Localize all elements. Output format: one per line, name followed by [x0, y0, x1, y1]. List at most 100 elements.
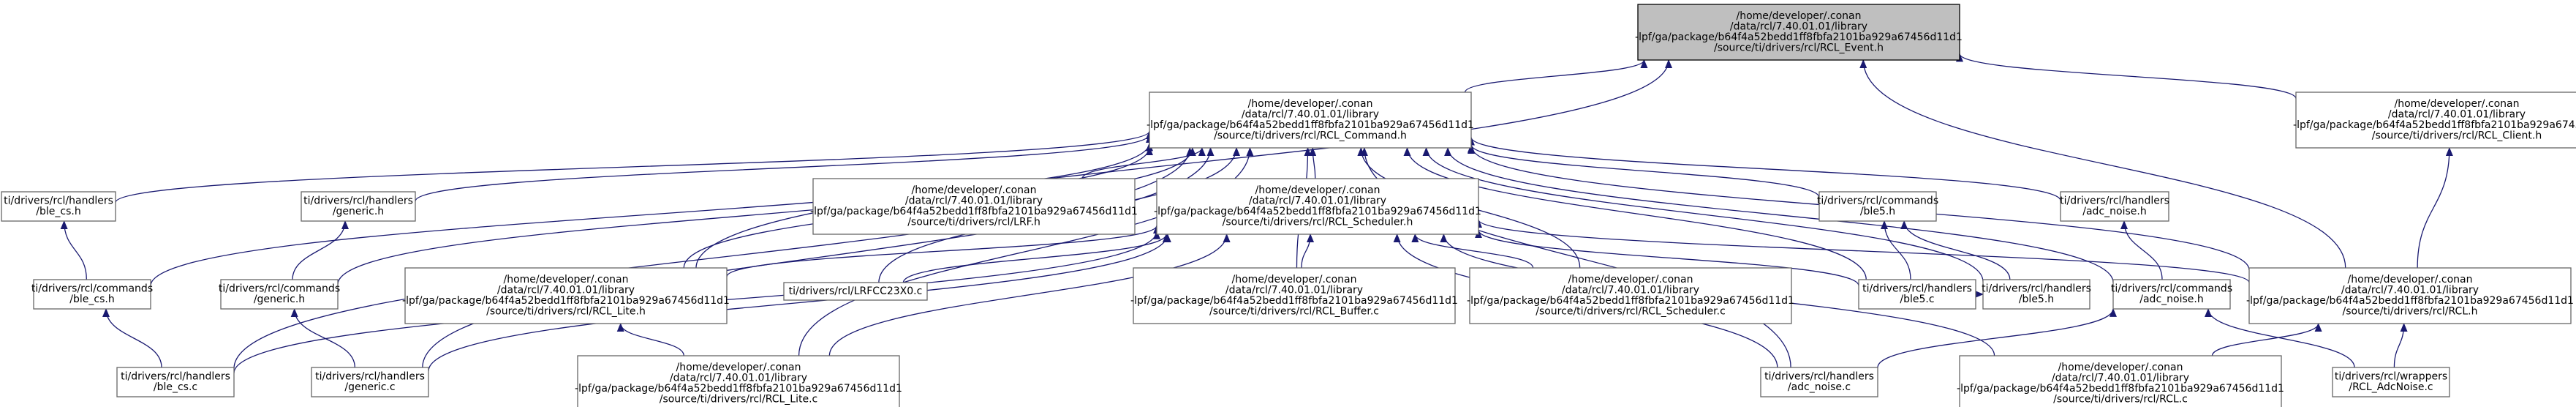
node-label-line: /home/developer/.conan — [1737, 10, 1862, 22]
node-label-line: /source/ti/drivers/rcl/RCL_Scheduler.c — [1536, 306, 1726, 318]
node-label-line: /data/rcl/7.40.01.01/library — [2388, 109, 2526, 121]
node-label-line: -lpf/ga/package/b64f4a52bedd1ff8fbfa2101… — [2246, 295, 2574, 307]
node-commands-generic-h[interactable]: ti/drivers/rcl/commands/generic.h — [219, 279, 340, 310]
edge-handlers-ble5-c-to-scheduler-h — [1475, 229, 1859, 286]
edge-adcnoise-c-to-rcl-h — [2393, 323, 2408, 368]
node-label-line: /home/developer/.conan — [1248, 98, 1373, 110]
edge-commands-generic-h-to-command-h — [337, 146, 1153, 285]
edge-adcnoise-c-to-commands-adc-noise-h — [2205, 308, 2355, 368]
edge-commands-ble5-h-to-command-h — [1468, 143, 1820, 198]
edge-handlers-ble-cs-c-to-commands-ble-cs-h — [102, 308, 162, 368]
node-label-line: ti/drivers/rcl/commands — [31, 283, 153, 295]
node-label-line: /RCL_AdcNoise.c — [2349, 381, 2433, 393]
edge-rcl-h-to-client-h — [2417, 147, 2453, 269]
node-label-line: /generic.h — [254, 294, 305, 305]
node-scheduler-h[interactable]: /home/developer/.conan/data/rcl/7.40.01.… — [1154, 178, 1481, 235]
node-label-line: ti/drivers/rcl/handlers — [303, 195, 413, 207]
node-label-line: /home/developer/.conan — [2348, 274, 2473, 285]
node-box — [116, 367, 235, 397]
node-label-line: /data/rcl/7.40.01.01/library — [670, 373, 807, 384]
node-lrf-h[interactable]: /home/developer/.conan/data/rcl/7.40.01.… — [810, 178, 1138, 235]
edge-lite-c-to-lite-h — [616, 323, 684, 356]
edge-scheduler-h-to-command-h — [1309, 147, 1317, 179]
node-label-line: /ble_cs.h — [36, 206, 80, 217]
node-label-line: ti/drivers/rcl/commands — [219, 283, 340, 295]
node-buffer-c[interactable]: /home/developer/.conan/data/rcl/7.40.01.… — [1130, 267, 1458, 324]
node-box — [1760, 367, 1878, 397]
node-label-line: /data/rcl/7.40.01.01/library — [2052, 373, 2189, 384]
node-box — [1858, 279, 1976, 310]
node-box — [1637, 4, 1960, 61]
node-label-line: /home/developer/.conan — [2395, 98, 2520, 110]
node-handlers-adc-noise-c[interactable]: ti/drivers/rcl/handlers/adc_noise.c — [1760, 367, 1878, 397]
node-label-line: ti/drivers/rcl/handlers — [315, 371, 425, 383]
node-label-line: /generic.h — [333, 206, 384, 217]
node-label-line: /data/rcl/7.40.01.01/library — [2341, 285, 2479, 296]
node-label-line: /ble_cs.h — [69, 294, 114, 305]
node-box — [404, 267, 728, 324]
node-label-line: -lpf/ga/package/b64f4a52bedd1ff8fbfa2101… — [1467, 295, 1794, 307]
node-commands-ble5-h[interactable]: ti/drivers/rcl/commands/ble5.h — [1817, 191, 1938, 222]
node-box — [577, 355, 900, 407]
node-command-h[interactable]: /home/developer/.conan/data/rcl/7.40.01.… — [1147, 92, 1474, 149]
node-label-line: -lpf/ga/package/b64f4a52bedd1ff8fbfa2101… — [1130, 295, 1458, 307]
node-box — [1469, 267, 1792, 324]
edge-handlers-adc-noise-h-to-command-h — [1468, 136, 2061, 201]
edge-handlers-generic-c-to-scheduler-h — [428, 234, 1171, 372]
edge-scheduler-c-to-scheduler-h — [1411, 234, 1534, 269]
node-commands-ble-cs-h[interactable]: ti/drivers/rcl/commands/ble_cs.h — [31, 279, 153, 310]
node-handlers-ble5-h[interactable]: ti/drivers/rcl/handlers/ble5.h — [1982, 279, 2091, 310]
node-label-line: /ble5.c — [1900, 294, 1934, 305]
node-label-line: /home/developer/.conan — [1232, 274, 1357, 285]
node-label-line: ti/drivers/rcl/commands — [1817, 195, 1938, 207]
node-label-line: /adc_noise.c — [1788, 381, 1851, 393]
node-label-line: /source/ti/drivers/rcl/RCL_Client.h — [2372, 130, 2542, 142]
node-lrfcc23x0-c[interactable]: ti/drivers/rcl/LRFCC23X0.c — [783, 282, 928, 301]
node-client-h[interactable]: /home/developer/.conan/data/rcl/7.40.01.… — [2293, 92, 2576, 149]
node-box — [1149, 92, 1472, 149]
node-label-line: /home/developer/.conan — [912, 184, 1037, 196]
node-label-line: /generic.c — [344, 381, 395, 393]
node-label-line: ti/drivers/rcl/commands — [2111, 283, 2232, 295]
node-box — [1133, 267, 1456, 324]
node-box — [2248, 267, 2572, 324]
node-label-line: -lpf/ga/package/b64f4a52bedd1ff8fbfa2101… — [575, 383, 902, 395]
node-scheduler-c[interactable]: /home/developer/.conan/data/rcl/7.40.01.… — [1467, 267, 1794, 324]
node-label-line: /data/rcl/7.40.01.01/library — [1730, 21, 1867, 33]
edge-handlers-ble-cs-h-to-command-h — [115, 130, 1153, 203]
node-handlers-adc-noise-h[interactable]: ti/drivers/rcl/handlers/adc_noise.h — [2060, 191, 2169, 222]
edge-handlers-generic-c-to-commands-generic-h — [290, 308, 355, 368]
edge-buffer-c-to-scheduler-h — [1301, 234, 1315, 269]
node-handlers-ble-cs-h[interactable]: ti/drivers/rcl/handlers/ble_cs.h — [1, 191, 116, 222]
node-box — [33, 279, 151, 310]
edge-commands-ble-cs-h-to-handlers-ble-cs-h — [60, 220, 87, 280]
node-label-line: ti/drivers/rcl/handlers — [4, 195, 113, 207]
node-commands-adc-noise-h[interactable]: ti/drivers/rcl/commands/adc_noise.h — [2111, 279, 2232, 310]
node-handlers-generic-c[interactable]: ti/drivers/rcl/handlers/generic.c — [311, 367, 429, 397]
node-rcl-c[interactable]: /home/developer/.conan/data/rcl/7.40.01.… — [1957, 355, 2284, 407]
edge-handlers-ble5-c-to-commands-ble5-h — [1881, 220, 1911, 280]
edge-commands-adc-noise-h-to-handlers-adc-noise-h — [2120, 220, 2163, 280]
node-label-line: /source/ti/drivers/rcl/RCL_Command.h — [1214, 130, 1407, 142]
node-label-line: ti/drivers/rcl/handlers — [1764, 371, 1874, 383]
edge-client-h-to-event-h — [1956, 53, 2297, 99]
node-lite-c[interactable]: /home/developer/.conan/data/rcl/7.40.01.… — [575, 355, 902, 407]
node-handlers-generic-h[interactable]: ti/drivers/rcl/handlers/generic.h — [301, 191, 416, 222]
node-label-line: /home/developer/.conan — [1255, 184, 1380, 196]
node-label-line: -lpf/ga/package/b64f4a52bedd1ff8fbfa2101… — [1635, 31, 1963, 43]
node-label-line: /data/rcl/7.40.01.01/library — [1242, 109, 1379, 121]
node-lite-h[interactable]: /home/developer/.conan/data/rcl/7.40.01.… — [402, 267, 730, 324]
node-label-line: /source/ti/drivers/rcl/RCL_Lite.h — [486, 306, 646, 318]
file-nodes: /home/developer/.conan/data/rcl/7.40.01.… — [1, 4, 2576, 407]
node-handlers-ble-cs-c[interactable]: ti/drivers/rcl/handlers/ble_cs.c — [116, 367, 235, 397]
node-handlers-ble5-c[interactable]: ti/drivers/rcl/handlers/ble5.c — [1858, 279, 1976, 310]
node-label-line: /data/rcl/7.40.01.01/library — [497, 285, 635, 296]
edge-commands-ble-cs-h-to-command-h — [150, 142, 1153, 286]
node-adcnoise-c[interactable]: ti/drivers/rcl/wrappers/RCL_AdcNoise.c — [2332, 367, 2450, 397]
node-label-line: /source/ti/drivers/rcl/RCL_Event.h — [1714, 42, 1884, 54]
node-box — [2060, 191, 2169, 222]
node-label-line: /adc_noise.h — [2139, 294, 2203, 305]
node-label-line: /ble5.h — [1860, 206, 1895, 217]
node-rcl-h[interactable]: /home/developer/.conan/data/rcl/7.40.01.… — [2246, 267, 2574, 324]
edge-commands-adc-noise-h-to-command-h — [1444, 147, 2114, 283]
